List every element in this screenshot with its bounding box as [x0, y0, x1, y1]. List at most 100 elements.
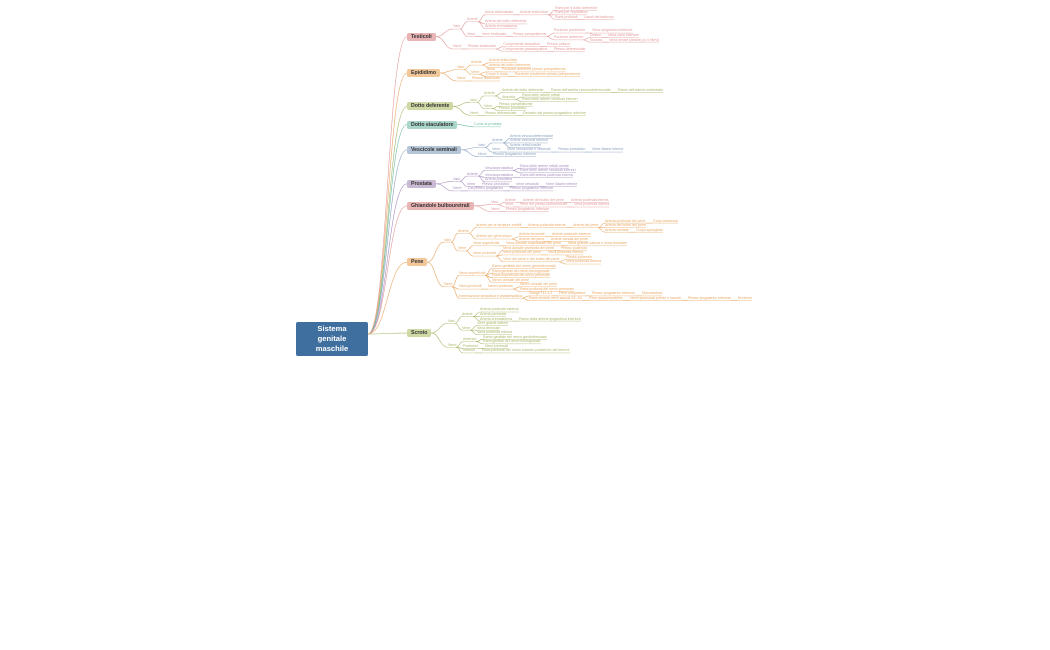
branch-node[interactable]: Fibre parasimpatiche: [589, 295, 623, 300]
branch-node[interactable]: Vasi: [448, 318, 455, 323]
branch-node[interactable]: Vene: [505, 202, 514, 207]
section-node[interactable]: Ghiandole bulbouretrali: [407, 201, 474, 210]
branch-node[interactable]: Arterie dorsali del pene: [551, 236, 588, 241]
branch-node[interactable]: Vene: [462, 325, 471, 330]
branch-node[interactable]: Aorta addominale: [485, 10, 514, 15]
branch-node[interactable]: Rami delle arterie vescicali inferiori: [522, 97, 578, 102]
branch-node[interactable]: Ampolla: [502, 94, 515, 99]
branch-node[interactable]: Corpo e coda: [486, 71, 508, 76]
branch-node[interactable]: Vene iliache interne: [592, 147, 624, 152]
branch-node[interactable]: Arterie: [484, 91, 495, 96]
branch-node[interactable]: Rami superficiali del nervo perineale: [492, 273, 550, 278]
branch-node[interactable]: Plesso pudendo: [566, 254, 592, 259]
branch-node[interactable]: Vena renale (destra) (a 4 rilievi): [609, 37, 660, 42]
branch-node[interactable]: Destra: [590, 33, 601, 37]
branch-node[interactable]: Componente parasimpatica: [503, 46, 547, 51]
branch-node[interactable]: Nervi: [478, 152, 487, 156]
branch-node[interactable]: Vasi: [453, 24, 460, 29]
branch-node[interactable]: Eiaculazione: [642, 291, 663, 296]
branch-node[interactable]: Nervi: [444, 282, 453, 287]
branch-node[interactable]: Vene: [467, 31, 476, 36]
branch-node[interactable]: Nervi: [453, 44, 462, 49]
branch-node[interactable]: Vene iliache interne: [546, 181, 578, 186]
branch-node[interactable]: Vena pudenda interna: [548, 250, 584, 255]
branch-node[interactable]: Arterie pudende esterne: [552, 232, 591, 237]
branch-node[interactable]: Vena grande safena e vena femorale: [568, 241, 627, 246]
branch-node[interactable]: Arterie: [458, 228, 469, 233]
branch-node[interactable]: Vene grandi safene: [477, 321, 508, 326]
branch-node[interactable]: Rami perineali del nervo cutaneo posteri…: [482, 348, 570, 353]
branch-node[interactable]: Vene: [458, 246, 467, 251]
branch-node[interactable]: Vena pudenda interna: [477, 330, 513, 335]
section-node[interactable]: Pene: [407, 258, 428, 267]
branch-node[interactable]: Arteria del bulbo del pene: [605, 223, 646, 228]
branch-node[interactable]: Posteriori: [463, 343, 479, 348]
branch-node[interactable]: Rami genitali del nervo ileoinguinale: [483, 339, 541, 344]
branch-node[interactable]: Vene testicolari: [482, 31, 507, 36]
branch-node[interactable]: Porzione posteriore: [554, 28, 586, 33]
branch-node[interactable]: Arteria del dotto deferente: [489, 62, 531, 67]
branch-node[interactable]: Plesso ipogastrico inferiore: [510, 186, 554, 191]
section-node[interactable]: Vescicole seminali: [407, 145, 461, 154]
branch-node[interactable]: Gangli T11–L2: [529, 291, 553, 296]
branch-node[interactable]: Vene superficiali: [473, 241, 500, 246]
branch-node[interactable]: Inferiori: [463, 348, 475, 353]
branch-node[interactable]: Vescicoprostatica: [485, 172, 513, 177]
branch-node[interactable]: Plesso testicolare: [472, 76, 501, 81]
branch-node[interactable]: Vasi: [457, 65, 464, 70]
branch-node[interactable]: Innervazione simpatica e parasimpatica: [459, 293, 523, 298]
branch-node[interactable]: Arteria del pene: [573, 223, 599, 228]
branch-node[interactable]: Plesso prostatico: [558, 147, 586, 152]
branch-node[interactable]: Plesso pudendo: [561, 245, 587, 250]
branch-node[interactable]: Nervi: [491, 206, 500, 211]
branch-node[interactable]: Arteria pudenda esterna: [480, 307, 519, 312]
branch-node[interactable]: Ramo genitale del nervo genitofemorale: [492, 264, 556, 268]
branch-node[interactable]: Vena pudenda interna: [574, 202, 610, 207]
branch-node[interactable]: Porzione posteriore plesso pampiniforme: [515, 71, 581, 76]
branch-node[interactable]: Rami dell'arteria pudenda interna: [520, 172, 573, 177]
branch-node[interactable]: Plesso deferenziale: [485, 110, 517, 115]
section-node[interactable]: Scroto: [407, 329, 432, 338]
branch-node[interactable]: Plesso ipogastrico inferiore: [592, 291, 636, 296]
branch-node[interactable]: Derivato dal plesso ipogastrico inferior…: [523, 110, 586, 115]
branch-node[interactable]: Plesso ipogastrico inferiore: [688, 295, 732, 300]
branch-node[interactable]: Nervi: [457, 76, 466, 81]
section-node[interactable]: Dotto eiaculatore: [407, 120, 458, 129]
branch-node[interactable]: Rami delle arterie rettali: [522, 92, 560, 97]
branch-node[interactable]: Porzione anteriore plesso pampiniforme: [502, 67, 566, 72]
branch-node[interactable]: Nervo dorsale del pene: [520, 282, 558, 287]
branch-node[interactable]: Rami delle arterie rettali medie: [520, 163, 569, 168]
branch-node[interactable]: Plesso pampiniforme: [513, 31, 547, 36]
branch-node[interactable]: Plesso deferenziale: [554, 46, 586, 51]
branch-node[interactable]: Arteria testicolare: [520, 10, 548, 15]
branch-node[interactable]: Ramo della arteria epigastrica inferiore: [519, 316, 581, 321]
branch-node[interactable]: Arteria femorale: [519, 232, 545, 237]
branch-node[interactable]: Vene vescicali: [516, 181, 539, 186]
branch-node[interactable]: Corpo spongioso: [636, 227, 664, 232]
branch-node[interactable]: Plesso prostatico: [482, 181, 510, 186]
branch-node[interactable]: Arteria del dotto deferente: [502, 87, 544, 92]
branch-node[interactable]: Vene: [471, 69, 480, 74]
branch-node[interactable]: Anteriori: [463, 336, 477, 341]
branch-node[interactable]: Vene vescicolari e vescicali: [507, 147, 551, 152]
branch-node[interactable]: Vene del plesso bulbouretrale: [520, 202, 568, 207]
branch-node[interactable]: Nervi: [453, 186, 462, 191]
branch-node[interactable]: Plesso ipogastrico inferiore: [493, 152, 537, 156]
branch-node[interactable]: Sinistra: [590, 37, 602, 42]
branch-node[interactable]: Arteria prostatica: [485, 177, 513, 182]
branch-node[interactable]: Vene: [467, 181, 476, 186]
branch-node[interactable]: Vene profonde: [473, 251, 497, 256]
branch-node[interactable]: Vene del pene e del bulbo del pene: [503, 257, 560, 262]
branch-node[interactable]: Vasi: [470, 97, 477, 102]
branch-node[interactable]: Plesso testicolare: [468, 44, 497, 49]
branch-node[interactable]: Arteria vescicodeferenziale: [510, 133, 554, 138]
branch-node[interactable]: Vene: [492, 147, 501, 152]
branch-node[interactable]: Vescicoprostatica: [485, 165, 513, 170]
branch-node[interactable]: Rami profondi del nervo perineale: [520, 286, 574, 291]
branch-node[interactable]: Rami profondi: [555, 14, 578, 19]
branch-node[interactable]: Vena dorsale profonda del pene: [503, 245, 554, 250]
branch-node[interactable]: Arteria uretrale: [605, 227, 629, 232]
branch-node[interactable]: Nervi perineali: [485, 343, 508, 348]
branch-node[interactable]: Nervi superficiali: [459, 270, 486, 275]
branch-node[interactable]: Arterie: [467, 171, 478, 176]
